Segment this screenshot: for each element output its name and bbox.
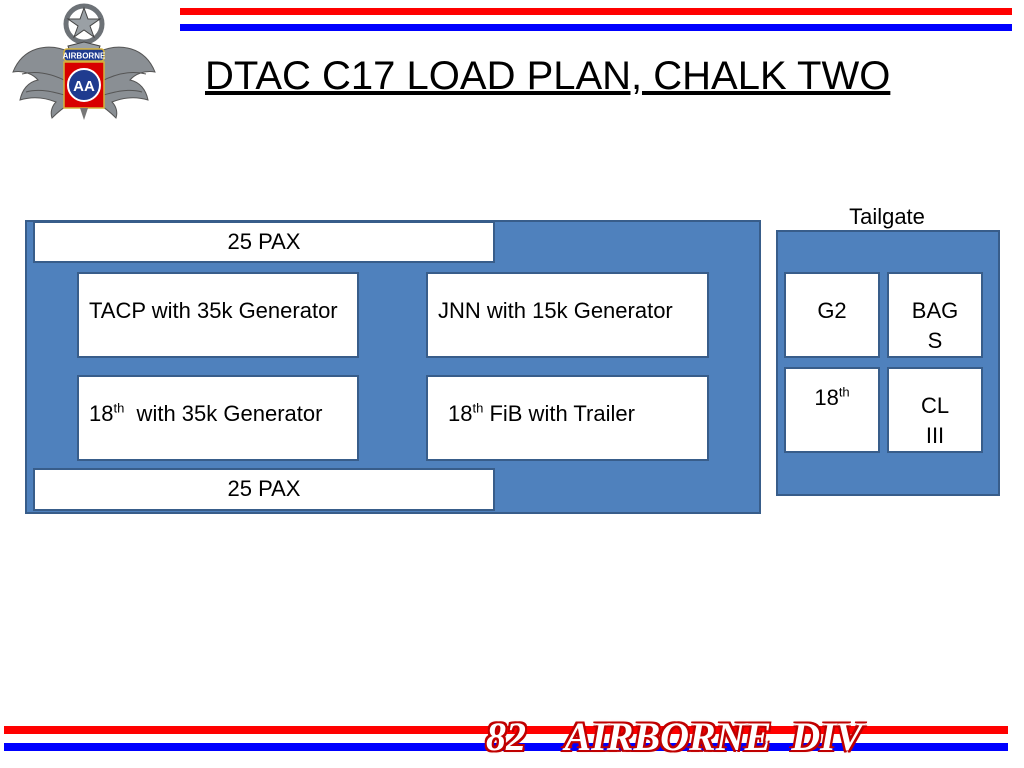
tailgate-slot-cl3: CL III bbox=[887, 367, 983, 453]
tailgate-slot-cl3-line1: CL bbox=[920, 393, 950, 418]
footer-division-text: 82 AIRBORNE DIV bbox=[486, 714, 863, 759]
svg-text:AA: AA bbox=[73, 78, 95, 95]
page-title: DTAC C17 LOAD PLAN, CHALK TWO bbox=[205, 54, 891, 98]
svg-text:AIRBORNE: AIRBORNE bbox=[63, 52, 106, 61]
tailgate-slot-18th-sup: th bbox=[838, 384, 850, 400]
tailgate-slot-bags: BAG S bbox=[887, 272, 983, 358]
cargo-slot-18th-fib-label: FiB with Trailer bbox=[483, 401, 635, 426]
cargo-slot-18th-generator-sup: th bbox=[113, 400, 125, 416]
tailgate-slot-18th-num: 18 bbox=[814, 385, 839, 410]
tailgate-bay bbox=[776, 230, 1000, 496]
cargo-slot-18th-generator-label: with 35k Generator bbox=[124, 401, 323, 426]
main-cargo-bay bbox=[25, 220, 761, 514]
cargo-slot-18th-generator: 18th with 35k Generator bbox=[77, 375, 359, 461]
pax-row-top: 25 PAX bbox=[33, 221, 495, 263]
tailgate-slot-18th: 18th bbox=[784, 367, 880, 453]
pax-row-bottom-label: 25 PAX bbox=[227, 476, 301, 501]
tailgate-slot-cl3-line2: III bbox=[925, 423, 945, 448]
bottom-stripe-red bbox=[4, 726, 1008, 734]
cargo-slot-18th-generator-num: 18 bbox=[89, 401, 114, 426]
pax-row-top-label: 25 PAX bbox=[227, 229, 301, 254]
top-stripe-blue bbox=[180, 24, 1012, 31]
tailgate-slot-bags-line2: S bbox=[927, 328, 943, 353]
cargo-slot-tacp: TACP with 35k Generator bbox=[77, 272, 359, 358]
cargo-slot-18th-fib-num: 18 bbox=[448, 401, 473, 426]
cargo-slot-18th-fib: 18th FiB with Trailer bbox=[426, 375, 709, 461]
tailgate-slot-g2: G2 bbox=[784, 272, 880, 358]
pax-row-bottom: 25 PAX bbox=[33, 468, 495, 511]
cargo-slot-18th-fib-sup: th bbox=[472, 400, 484, 416]
tailgate-label: Tailgate bbox=[849, 204, 925, 229]
cargo-slot-jnn: JNN with 15k Generator bbox=[426, 272, 709, 358]
top-stripe-red bbox=[180, 8, 1012, 15]
bottom-stripe-white bbox=[4, 734, 1008, 743]
bottom-stripe-blue bbox=[4, 743, 1008, 751]
tailgate-slot-g2-label: G2 bbox=[817, 298, 847, 323]
airborne-wings-logo-icon: AIRBORNE AA bbox=[12, 3, 156, 120]
top-stripe-white bbox=[180, 15, 1012, 24]
cargo-slot-jnn-label: JNN with 15k Generator bbox=[438, 298, 673, 323]
cargo-slot-tacp-label: TACP with 35k Generator bbox=[89, 298, 338, 323]
tailgate-slot-bags-line1: BAG bbox=[911, 298, 959, 323]
